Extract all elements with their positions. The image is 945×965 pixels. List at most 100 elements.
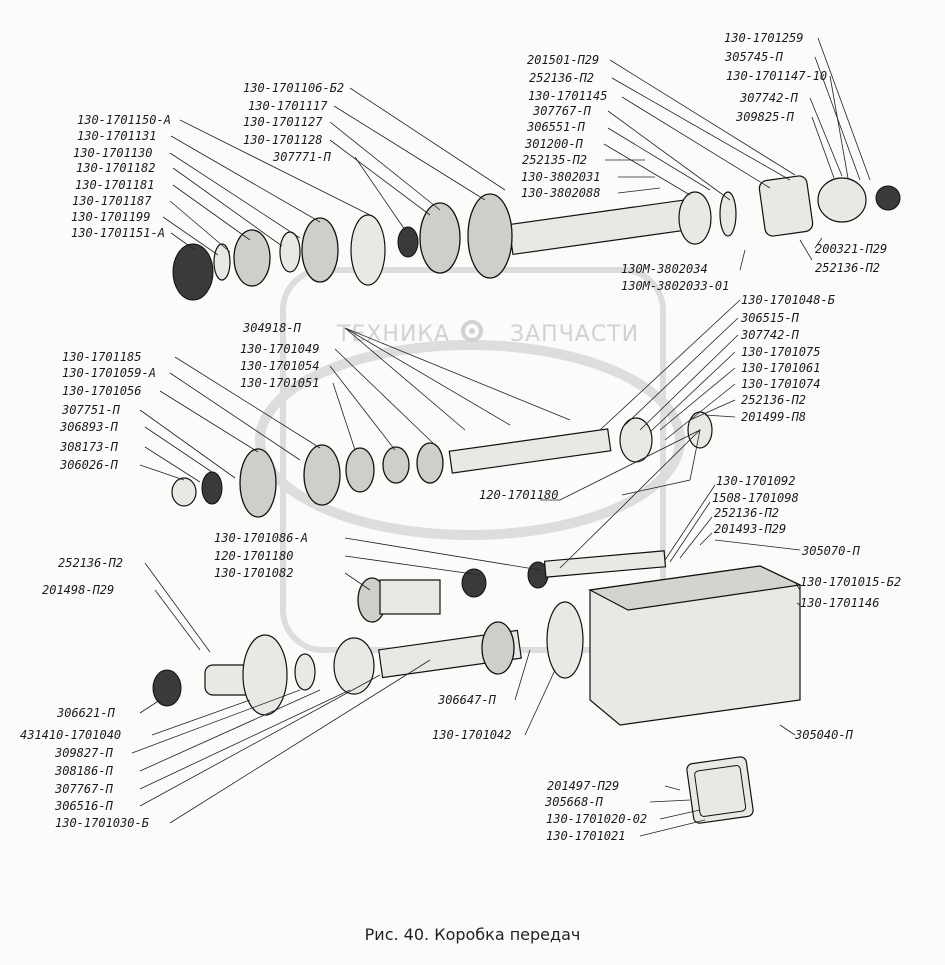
leader-line [639, 334, 739, 431]
part-label: 130-1701199 [71, 210, 150, 224]
leader-line [611, 77, 791, 181]
leader-line [344, 327, 571, 421]
part-label: 306515-П [740, 311, 800, 325]
cap-middle [171, 477, 197, 507]
leader-line [144, 446, 201, 483]
leader-line [172, 167, 283, 247]
leader-line [540, 429, 701, 501]
part-label: 130-1701150-А [77, 113, 171, 127]
seal-upper [719, 191, 737, 237]
leader-line [617, 187, 661, 194]
part-label: 130-1701054 [240, 359, 319, 373]
ring-upper-1 [279, 231, 301, 273]
part-label: 120-1701180 [214, 549, 293, 563]
leader-line [679, 516, 713, 559]
leader-line [151, 699, 251, 736]
part-label: 305040-П [794, 728, 854, 742]
part-label: 201498-П29 [42, 583, 114, 597]
part-label: 130М-3802033-01 [621, 279, 729, 293]
synchronizer-upper [350, 214, 386, 286]
part-label: 306551-П [526, 120, 586, 134]
part-label: 130-1701020-02 [546, 812, 647, 826]
part-labels: 130-1701259 305745-П 130-1701147-10 3077… [20, 31, 901, 843]
part-label: 252136-П2 [714, 506, 779, 520]
part-label: 130-1701056 [62, 384, 141, 398]
lower-nut [152, 669, 182, 707]
leader-line [559, 428, 701, 569]
part-label: 1508-1701098 [712, 491, 799, 505]
leader-line [664, 484, 716, 561]
leader-line [131, 689, 301, 754]
leader-line [811, 116, 835, 179]
gear-middle-4 [382, 446, 410, 484]
leader-line [329, 121, 441, 211]
part-label: 305070-П [801, 544, 861, 558]
leader-line [599, 299, 741, 431]
part-label: 301200-П [524, 137, 584, 151]
output-gear [481, 621, 515, 675]
leader-line [621, 96, 771, 189]
leader-line [799, 239, 813, 261]
leader-line [607, 127, 711, 191]
part-label: 130-1701042 [432, 728, 511, 742]
part-label: 130-1701092 [716, 474, 795, 488]
leader-line [794, 581, 801, 591]
part-label: 201501-П29 [527, 53, 599, 67]
part-label: 130-1701146 [800, 596, 879, 610]
part-label: 305745-П [724, 50, 784, 64]
leader-line [344, 555, 481, 576]
part-label: 306647-П [437, 693, 497, 707]
leader-line [154, 589, 201, 651]
upper-shaft-assembly [172, 175, 901, 301]
part-label: 130-1701021 [546, 829, 625, 843]
cover-flange [817, 177, 867, 223]
leader-line [332, 382, 356, 451]
gear-upper-3 [419, 202, 461, 274]
part-label: 307751-П [61, 403, 121, 417]
leader-line [162, 216, 219, 256]
leader-line [144, 426, 213, 473]
leader-line [649, 799, 691, 803]
bearing-middle-2 [619, 417, 653, 463]
leader-line [344, 537, 541, 571]
leader-line [333, 105, 486, 201]
gear-middle-5 [416, 442, 444, 484]
part-label: 130-1701015-Б2 [800, 575, 901, 589]
lower-assembly [152, 550, 803, 824]
gear-upper-2 [301, 217, 339, 283]
leader-lines [131, 37, 871, 837]
part-label: 130-1701130 [73, 146, 152, 160]
part-label: 130-1701185 [62, 350, 141, 364]
part-label: 308173-П [59, 440, 119, 454]
gear-upper-4 [467, 193, 513, 279]
leader-line [344, 327, 511, 426]
part-label: 304918-П [242, 321, 302, 335]
gear-upper-1 [233, 229, 271, 287]
main-shaft-upper [508, 198, 692, 256]
part-label: 200321-П29 [815, 242, 887, 256]
leader-line [170, 232, 196, 251]
part-label: 252135-П2 [522, 153, 587, 167]
part-label: 306893-П [59, 420, 119, 434]
part-label: 307742-П [740, 328, 800, 342]
part-label: 130-1701051 [240, 376, 319, 390]
gear-icon [461, 320, 483, 342]
part-label: 130-1701061 [741, 361, 820, 375]
part-label: 130-1701075 [741, 345, 820, 359]
leader-line [779, 724, 796, 736]
leader-line [669, 501, 711, 563]
flange-nut [172, 243, 214, 301]
bearing-upper [678, 191, 712, 245]
end-nut [875, 185, 901, 211]
leader-line [689, 399, 736, 421]
leader-line [649, 351, 736, 433]
part-label: 201499-П8 [741, 410, 806, 424]
part-label: 130-3802088 [521, 186, 600, 200]
leader-line [639, 819, 706, 837]
leader-line [817, 37, 871, 181]
leader-line [172, 184, 251, 241]
leader-line [796, 602, 801, 606]
part-label: 309827-П [54, 746, 114, 760]
leader-line [329, 365, 396, 451]
